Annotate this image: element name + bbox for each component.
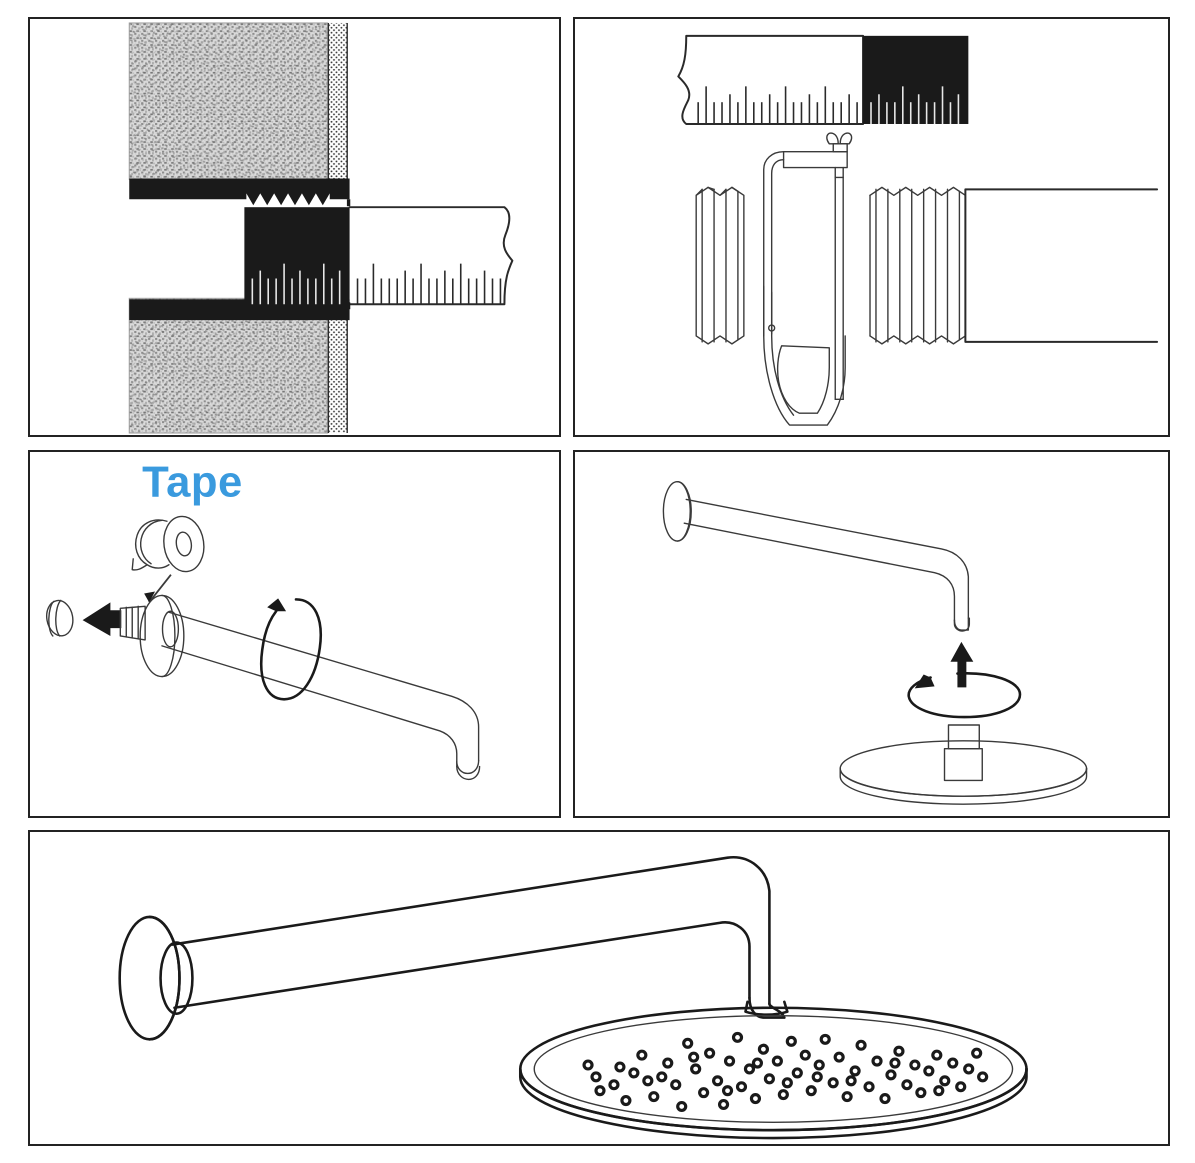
nozzle-holes [582,1031,989,1113]
tape-label: Tape [142,459,243,507]
rotation-arrow [907,672,1022,719]
panel-final-assembly [28,830,1170,1146]
shower-arm [161,610,481,781]
panel-attach-head [573,450,1170,818]
panel-tape-arm: Tape [28,450,561,818]
wall-flange [139,594,185,678]
final-assembly-illustration [118,856,1028,1140]
wing-nut-tensioner [826,132,853,153]
hacksaw [763,132,853,426]
wall-masonry-upper [128,22,329,180]
up-arrow [950,641,974,688]
tile-layer-dotted-lower [327,298,348,434]
cut-pipe-illustration [677,34,1159,426]
threaded-stub [119,605,146,641]
wall-flange [662,480,692,542]
pipe-threads-black-upper [129,178,350,206]
direction-arrow [82,602,122,636]
measuring-rule [677,34,969,125]
attach-head-illustration [662,480,1088,805]
shower-head-disc [518,1006,1028,1140]
shower-arm [683,498,971,632]
ruler-ticks-light-section [356,263,502,305]
tape-arm-illustration: Tape [46,459,481,781]
pipe-threaded-end [869,186,1159,345]
measuring-rule [244,206,514,306]
pipe-thread-offcut [695,186,745,345]
wall-flange [118,915,194,1041]
wall-measure-illustration [128,22,514,434]
shower-arm [171,856,789,1019]
ruler-ticks-dark-section [870,86,960,124]
shower-head-connector [943,724,983,782]
end-cap [46,599,74,637]
tape-roll [131,515,205,573]
ruler-ticks-dark-section [251,263,341,305]
tile-layer-dotted-upper [327,22,348,180]
wall-masonry-lower [128,297,329,434]
rotation-arrow [260,598,322,701]
panel-wall-measure [28,17,561,437]
tape-pointer-arrow [144,574,172,603]
panel-cut-pipe [573,17,1170,437]
ruler-ticks-light-section [697,86,858,124]
shower-head-disc [839,740,1088,805]
